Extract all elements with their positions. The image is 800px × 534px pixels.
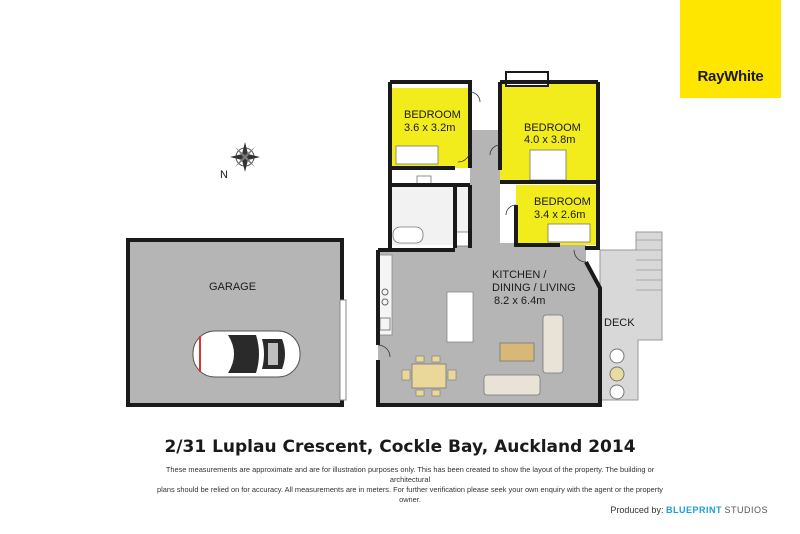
- dining-table: [401, 355, 457, 397]
- bedroom-1-dims: 3.6 x 3.2m: [404, 122, 455, 134]
- deck-stairs: [636, 239, 662, 291]
- compass-rose-icon: [230, 142, 260, 172]
- disclaimer-line-1: These measurements are approximate and a…: [165, 465, 655, 484]
- walls: [376, 80, 602, 407]
- raywhite-logo-text: RayWhite: [697, 68, 764, 85]
- compass-north-label: N: [220, 169, 228, 181]
- living-dims: 8.2 x 6.4m: [494, 295, 545, 307]
- producer-suffix: STUDIOS: [724, 505, 768, 515]
- producer-credit: Produced by: BLUEPRINT STUDIOS: [610, 505, 768, 515]
- property-address: 2/31 Luplau Crescent, Cockle Bay, Auckla…: [164, 437, 636, 457]
- bedroom-1-label: BEDROOM: [404, 109, 461, 121]
- garage-door: [339, 299, 347, 401]
- deck-floor: [599, 231, 663, 401]
- disclaimer-line-2: plans should be relied on for accuracy. …: [157, 485, 663, 504]
- bedroom-3-label: BEDROOM: [534, 196, 591, 208]
- living-label-1: KITCHEN /: [492, 269, 547, 281]
- door-swings: [377, 91, 587, 358]
- bathtub: [392, 226, 424, 244]
- producer-prefix: Produced by:: [610, 505, 664, 515]
- garage-floor: [126, 238, 344, 407]
- sofa: [483, 374, 541, 396]
- bedroom-2-label: BEDROOM: [524, 122, 581, 134]
- producer-brand: BLUEPRINT: [665, 505, 722, 515]
- raywhite-logo: RayWhite: [680, 0, 781, 98]
- car-icon: [192, 330, 301, 378]
- disclaimer: These measurements are approximate and a…: [150, 465, 670, 505]
- bedroom-2-dims: 4.0 x 3.8m: [524, 134, 575, 146]
- garage-label: GARAGE: [209, 281, 256, 293]
- deck-label: DECK: [604, 317, 635, 329]
- sofa: [542, 314, 564, 374]
- kitchen-island: [446, 291, 474, 343]
- bedroom-3-dims: 3.4 x 2.6m: [534, 209, 585, 221]
- living-label-2: DINING / LIVING: [492, 282, 576, 294]
- coffee-table: [499, 342, 535, 362]
